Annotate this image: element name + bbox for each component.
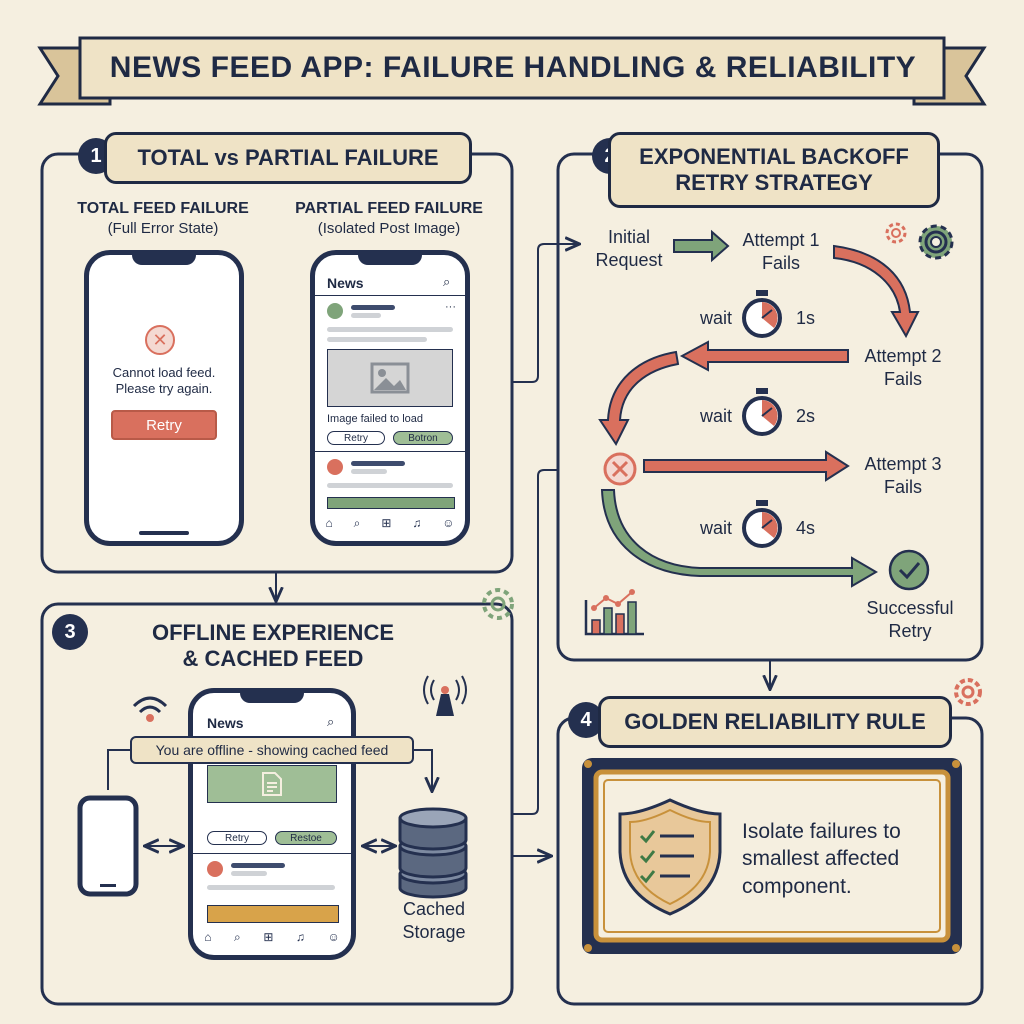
- error-line-2: Please try again.: [115, 381, 213, 396]
- section-connectors: [276, 244, 770, 856]
- wait-label-2: wait: [700, 406, 733, 426]
- section4-label: GOLDEN RELIABILITY RULE: [598, 696, 952, 748]
- add-icon[interactable]: ⊞: [381, 516, 392, 530]
- offline-connectors: [107, 749, 432, 846]
- avatar: [327, 459, 343, 475]
- cached-post-image: [207, 765, 337, 803]
- retry-button[interactable]: Retry: [111, 410, 217, 440]
- wifi-icon: [132, 696, 168, 722]
- search-icon[interactable]: ⌕: [234, 929, 241, 944]
- add-icon[interactable]: ⊞: [263, 930, 274, 944]
- search-icon[interactable]: ⌕: [443, 274, 451, 289]
- search-icon[interactable]: ⌕: [327, 714, 335, 729]
- close-icon: ✕: [145, 325, 175, 355]
- wait-label-3: wait: [700, 518, 733, 538]
- wait-duration-3: 4s: [796, 518, 816, 538]
- avatar: [327, 303, 343, 319]
- gear-icon: [885, 222, 907, 244]
- gear-icon: [954, 678, 982, 706]
- title-ribbon: [37, 36, 987, 106]
- section1-label: TOTAL vs PARTIAL FAILURE: [104, 132, 472, 184]
- stopwatch-icon: [742, 290, 782, 338]
- document-icon: [262, 772, 282, 796]
- stopwatch-icon: [742, 388, 782, 436]
- profile-icon[interactable]: ☺: [327, 930, 340, 944]
- bottom-nav: ⌂ ⌕ ⊞ ♫ ☺: [315, 515, 465, 531]
- retry-image-button[interactable]: Retry: [327, 431, 385, 445]
- app-title: News: [207, 715, 244, 731]
- bottom-nav: ⌂ ⌕ ⊞ ♫ ☺: [193, 929, 351, 945]
- total-failure-subheading: (Full Error State): [107, 220, 219, 237]
- retry-button[interactable]: Retry: [207, 831, 267, 845]
- phone-partial-failure: News ⌕ ··· Image failed to load Retry Bo…: [310, 250, 470, 546]
- section2-label-line2: RETRY STRATEGY: [675, 170, 873, 195]
- section3-label: OFFLINE EXPERIENCE& CACHED FEED: [151, 620, 395, 672]
- failure-x-icon: [603, 452, 637, 486]
- green-arrow-initial: [673, 229, 730, 263]
- red-arrow-left-1: [679, 340, 849, 372]
- bell-icon[interactable]: ♫: [412, 516, 422, 530]
- avatar: [207, 861, 223, 877]
- section2-label-line1: EXPONENTIAL BACKOFF: [639, 143, 909, 169]
- bell-icon[interactable]: ♫: [295, 930, 305, 944]
- antenna-icon: [423, 675, 467, 716]
- secondary-button[interactable]: Botron: [393, 431, 453, 445]
- profile-icon[interactable]: ☺: [442, 516, 455, 530]
- section3-frame: [40, 602, 514, 1006]
- restore-button[interactable]: Restoe: [275, 831, 337, 845]
- shield-check-icon: [618, 798, 722, 916]
- green-curve-arrow: [600, 489, 878, 588]
- page-title: NEWS FEED APP: FAILURE HANDLING & RELIAB…: [109, 51, 917, 84]
- home-icon[interactable]: ⌂: [325, 516, 333, 530]
- backoff-arrows: [598, 229, 920, 588]
- section2-label: EXPONENTIAL BACKOFF RETRY STRATEGY: [608, 132, 940, 208]
- wait-duration-1: 1s: [796, 308, 816, 328]
- partial-failure-subheading: (Isolated Post Image): [317, 220, 461, 237]
- app-title: News: [327, 275, 364, 291]
- red-arrow-right: [643, 450, 850, 482]
- small-phone-icon: [77, 795, 139, 897]
- partial-failure-heading: PARTIAL FEED FAILURE: [295, 200, 483, 217]
- chart-icon: [584, 589, 644, 636]
- more-icon[interactable]: ···: [445, 301, 456, 313]
- red-curve-arrow-2: [598, 350, 680, 446]
- wait-label-1: wait: [700, 308, 733, 328]
- image-icon: [370, 362, 410, 394]
- check-icon: [888, 549, 930, 591]
- failed-image-placeholder: [327, 349, 453, 407]
- total-failure-heading: TOTAL FEED FAILURE: [77, 200, 249, 217]
- wait-duration-2: 2s: [796, 406, 816, 426]
- stopwatch-icon: [742, 500, 782, 548]
- gear-icon: [482, 588, 514, 620]
- phone-offline: News ⌕ Retry Restoe ⌂ ⌕ ⊞ ♫ ☺: [188, 688, 356, 960]
- database-icon: [398, 807, 468, 899]
- error-line-1: Cannot load feed.: [112, 365, 216, 380]
- phone-total-failure: ✕ Cannot load feed. Please try again. Re…: [84, 250, 244, 546]
- red-curve-arrow-1: [833, 244, 920, 339]
- offline-banner: You are offline - showing cached feed: [130, 736, 414, 764]
- search-icon[interactable]: ⌕: [353, 515, 361, 530]
- section3-number: 3: [52, 614, 88, 650]
- gear-icon: [918, 224, 954, 260]
- image-failed-text: Image failed to load: [327, 413, 424, 425]
- home-icon[interactable]: ⌂: [204, 930, 212, 944]
